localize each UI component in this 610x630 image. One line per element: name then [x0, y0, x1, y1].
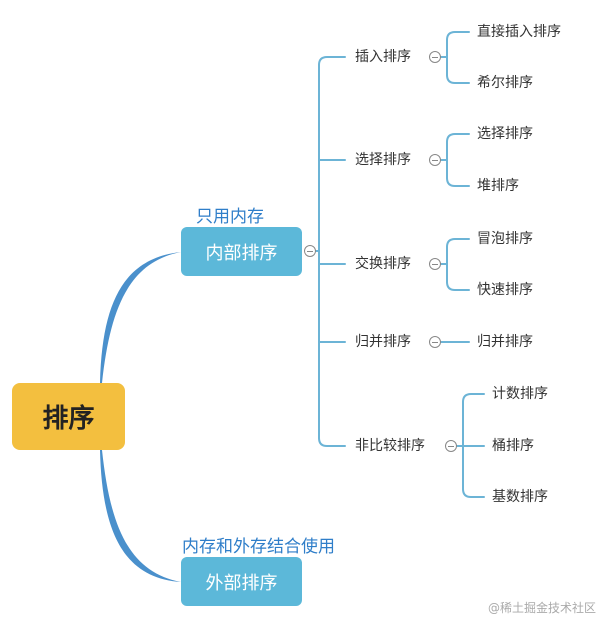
- leaf-branch: [446, 238, 470, 248]
- internal-sort-note: 只用内存: [196, 207, 264, 227]
- leaf-label[interactable]: 选择排序: [477, 126, 533, 142]
- category-label[interactable]: 非比较排序: [355, 438, 425, 454]
- collapse-icon[interactable]: [429, 336, 441, 348]
- leaf-branch: [462, 393, 485, 403]
- leaf-label[interactable]: 快速排序: [477, 282, 533, 298]
- category-label[interactable]: 归并排序: [355, 334, 411, 350]
- leaf-label[interactable]: 计数排序: [492, 386, 548, 402]
- leaf-label[interactable]: 桶排序: [492, 438, 534, 454]
- external-sort-note: 内存和外存结合使用: [182, 537, 335, 557]
- leaf-branch: [446, 281, 470, 291]
- leaf-branch: [446, 31, 470, 41]
- leaf-label[interactable]: 直接插入排序: [477, 24, 561, 40]
- collapse-icon[interactable]: [445, 440, 457, 452]
- leaf-label[interactable]: 归并排序: [477, 334, 533, 350]
- category-branch: [318, 56, 346, 66]
- internal-sort-node[interactable]: 内部排序: [181, 227, 302, 276]
- leaf-label[interactable]: 基数排序: [492, 489, 548, 505]
- leaf-branch: [446, 177, 470, 187]
- main-branch-external: [100, 450, 181, 582]
- collapse-icon[interactable]: [429, 258, 441, 270]
- leaf-branch: [446, 133, 470, 143]
- leaf-label[interactable]: 堆排序: [477, 178, 519, 194]
- collapse-icon[interactable]: [304, 245, 316, 257]
- leaf-branch: [446, 74, 470, 84]
- category-label[interactable]: 交换排序: [355, 256, 411, 272]
- root-node[interactable]: 排序: [12, 383, 125, 450]
- collapse-icon[interactable]: [429, 51, 441, 63]
- category-label[interactable]: 选择排序: [355, 152, 411, 168]
- root-label: 排序: [42, 404, 95, 434]
- main-branch-internal: [100, 252, 181, 383]
- category-label[interactable]: 插入排序: [355, 49, 411, 65]
- leaf-label[interactable]: 冒泡排序: [477, 231, 533, 247]
- external-sort-label: 外部排序: [205, 572, 278, 594]
- internal-sort-label: 内部排序: [205, 242, 278, 264]
- category-branch: [318, 437, 346, 447]
- leaf-branch: [462, 488, 485, 498]
- watermark: @稀土掘金技术社区: [487, 601, 596, 615]
- external-sort-node[interactable]: 外部排序: [181, 557, 302, 606]
- leaf-label[interactable]: 希尔排序: [477, 75, 533, 91]
- collapse-icon[interactable]: [429, 154, 441, 166]
